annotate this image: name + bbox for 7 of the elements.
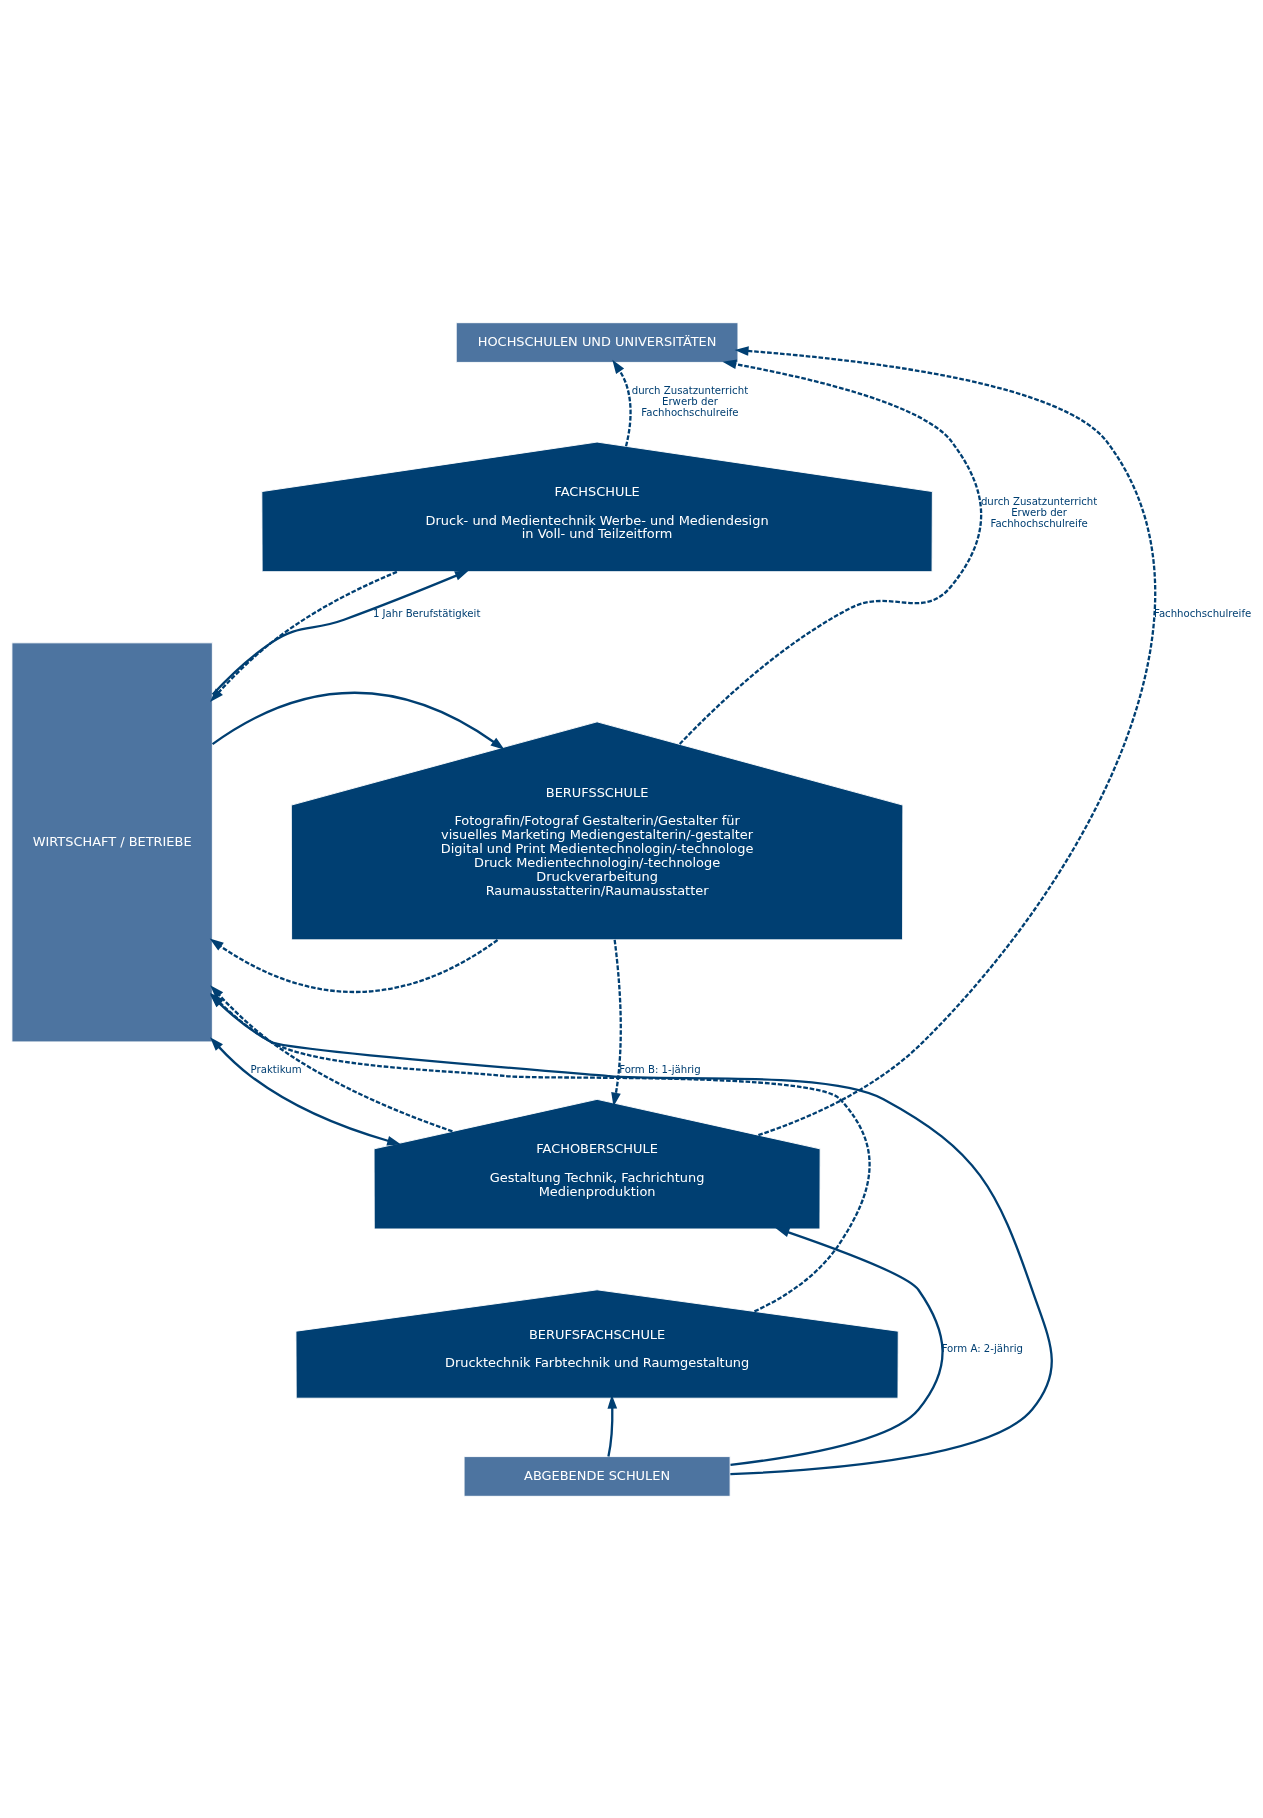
edge-label: Form B: 1-jährig <box>619 1063 701 1075</box>
edge-label: durch Zusatzunterricht Erwerb der Fachhochschulreife <box>631 384 749 418</box>
edge-label: Fachhochschulreife <box>1153 607 1252 619</box>
edge-label: Form A: 2-jährig <box>941 1342 1023 1354</box>
edge-label: 1 Jahr Berufstätigkeit <box>372 607 481 619</box>
edge-label: Praktikum <box>250 1063 302 1075</box>
edge-label: durch Zusatzunterricht Erwerb der Fachhochschulreife <box>980 495 1098 529</box>
